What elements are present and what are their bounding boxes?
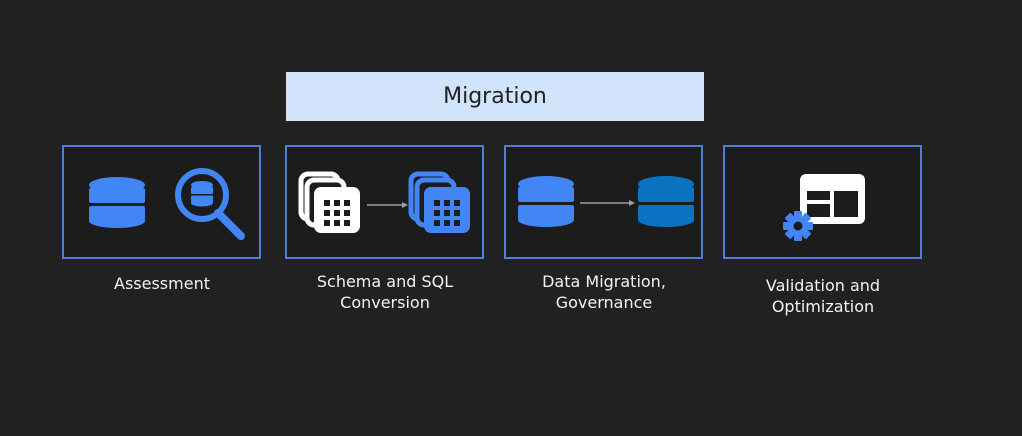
arrow-icon (580, 200, 635, 206)
stage-data-migration-label-line1: Data Migration, (542, 272, 666, 291)
search-database-icon (175, 168, 245, 240)
table-stack-icon (298, 171, 360, 233)
migration-title: Migration (443, 84, 547, 109)
database-icon (638, 176, 694, 227)
stage-data-migration-label: Data Migration, Governance (494, 271, 714, 313)
table-stack-icon (408, 171, 470, 233)
stage-validation-label-line2: Optimization (771, 297, 875, 316)
database-icon (518, 176, 574, 227)
stage-assessment-box (62, 145, 261, 259)
stage-assessment-label: Assessment (52, 273, 272, 294)
stage-data-migration-box (504, 145, 703, 259)
stage-validation-icons (783, 174, 865, 241)
arrow-icon (367, 202, 408, 208)
stage-schema-label: Schema and SQL Conversion (275, 271, 495, 313)
stage-assessment-icons (89, 168, 245, 240)
database-icon (89, 177, 145, 228)
stage-schema-icons (298, 171, 470, 233)
stage-validation-box (723, 145, 922, 259)
stage-data-migration-icons (518, 176, 694, 227)
stage-data-migration-label-line2: Governance (555, 293, 653, 312)
dashboard-window-icon (800, 174, 865, 224)
migration-banner: Migration (286, 72, 704, 121)
stage-schema-label-line1: Schema and SQL (316, 272, 454, 291)
stage-validation-label: Validation and Optimization (713, 275, 933, 317)
stage-validation-label-line1: Validation and (765, 276, 881, 295)
stage-assessment-label-line1: Assessment (114, 274, 210, 293)
gear-icon (783, 211, 813, 241)
stage-schema-box (285, 145, 484, 259)
stage-schema-label-line2: Conversion (340, 293, 430, 312)
